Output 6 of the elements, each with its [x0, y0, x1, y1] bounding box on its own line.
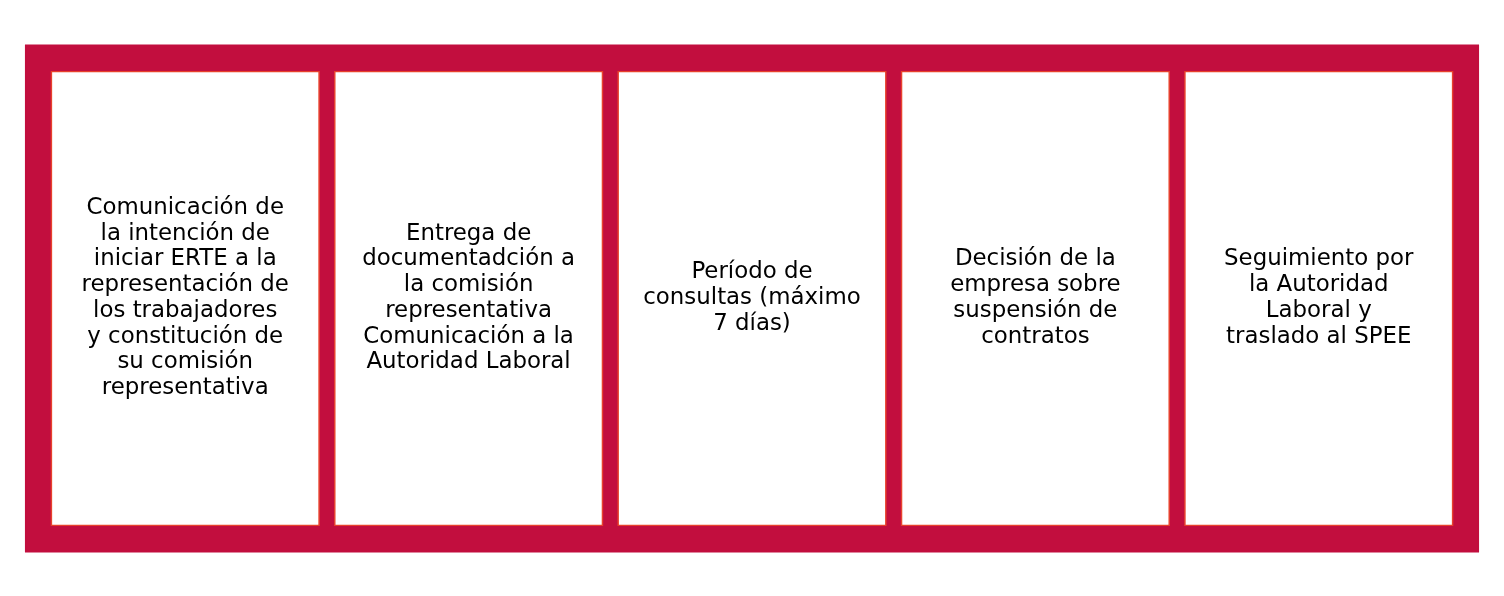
node-box: Comunicación de la intención de iniciar ERTE a la representación de los trabajadores y constitución de su comisión representativa [50, 70, 320, 526]
node-box: Período de consultas (máximo 7 días) [617, 70, 887, 526]
node-box: Entrega de documentadción a la comisión representativa Comunicación a la Autoridad Laboral [334, 70, 604, 526]
node-box: Seguimiento por la Autoridad Laboral y traslado al SPEE [1184, 70, 1454, 526]
cluster [24, 43, 1480, 553]
node-box: Decisión de la empresa sobre suspensión de contratos [900, 70, 1170, 526]
